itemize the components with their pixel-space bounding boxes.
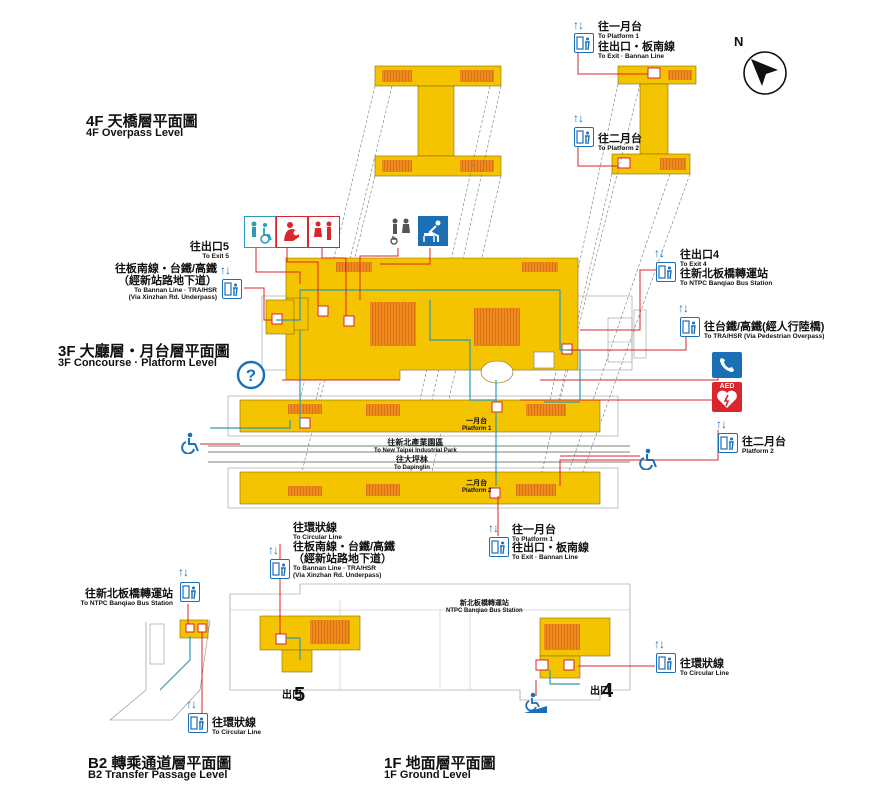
accessible-toilet-icon [244,216,276,248]
up-down-arrows-icon: ↑↓ [654,637,665,651]
elevator-icon [656,262,676,282]
label-1f-to-bannan-underpass: 往板南線・台鐵/高鐵（經新站路地下道）To Bannan Line · TRA/… [293,541,396,579]
compass-north-label: N [734,34,744,49]
overpass-4f-left [374,65,502,177]
up-down-arrows-icon: ↑↓ [220,263,231,277]
restroom-icon [386,216,416,246]
elevator-icon [180,582,200,602]
elevator-icon [680,317,700,337]
elevator-icon [574,33,594,53]
nursing-room-icon [276,216,308,248]
compass-arrow-icon [743,51,787,95]
level-subtitle-1f: 1F Ground Level [384,769,471,781]
ground-1f [229,583,631,701]
aed-icon: AED [712,382,742,412]
up-down-arrows-icon: ↑↓ [678,301,689,315]
level-title-4f: 4F 天橋層平面圖 [86,113,198,130]
concourse-3f [261,257,633,384]
svg-text:?: ? [246,366,256,385]
elevator-icon [188,713,208,733]
level-title-b2: B2 轉乘通道層平面圖 [88,755,232,772]
platform-2 [227,467,619,509]
aed-label: AED [719,383,735,390]
exit-4-marker: 出口4 [590,680,614,702]
level-subtitle-4f: 4F Overpass Level [86,127,184,139]
exit-5-marker: 出口5 [282,684,306,706]
up-down-arrows-icon: ↑↓ [488,521,499,535]
transfer-b2 [109,619,211,721]
elevator-icon [718,433,738,453]
elevator-icon [656,653,676,673]
up-down-arrows-icon: ↑↓ [573,111,584,125]
accessible-routes [210,289,581,486]
compass: N [730,34,790,98]
elevator-icon [489,537,509,557]
up-down-arrows-icon: ↑↓ [573,18,584,32]
up-down-arrows-icon: ↑↓ [268,543,279,557]
ramp-icon [522,692,548,714]
level-title-1f: 1F 地面層平面圖 [384,755,496,772]
level-subtitle-3f: 3F Concourse · Platform Level [58,357,217,369]
label-to-tra-hsr-overpass: 往台鐵/高鐵(經人行陸橋)To TRA/HSR (Via Pedestrian … [704,321,825,340]
information-icon: ? [236,360,266,390]
elevator-icon [574,127,594,147]
elevator-icon [222,279,242,299]
up-down-arrows-icon: ↑↓ [178,565,189,579]
telephone-icon [712,352,742,378]
wheelchair-icon [638,448,660,471]
wheelchair-icon [180,432,202,455]
family-toilet-icon [308,216,340,248]
label-to-bannan-underpass: 往板南線・台鐵/高鐵（經新站路地下道）To Bannan Line · TRA/… [114,263,217,301]
elevator-icon [270,559,290,579]
level-subtitle-b2: B2 Transfer Passage Level [88,769,228,781]
level-title-3f: 3F 大廳層・月台層平面圖 [58,343,230,360]
baby-changing-icon [418,216,448,246]
up-down-arrows-icon: ↑↓ [654,246,665,260]
up-down-arrows-icon: ↑↓ [186,697,197,711]
up-down-arrows-icon: ↑↓ [716,417,727,431]
overpass-4f-right [611,65,697,175]
